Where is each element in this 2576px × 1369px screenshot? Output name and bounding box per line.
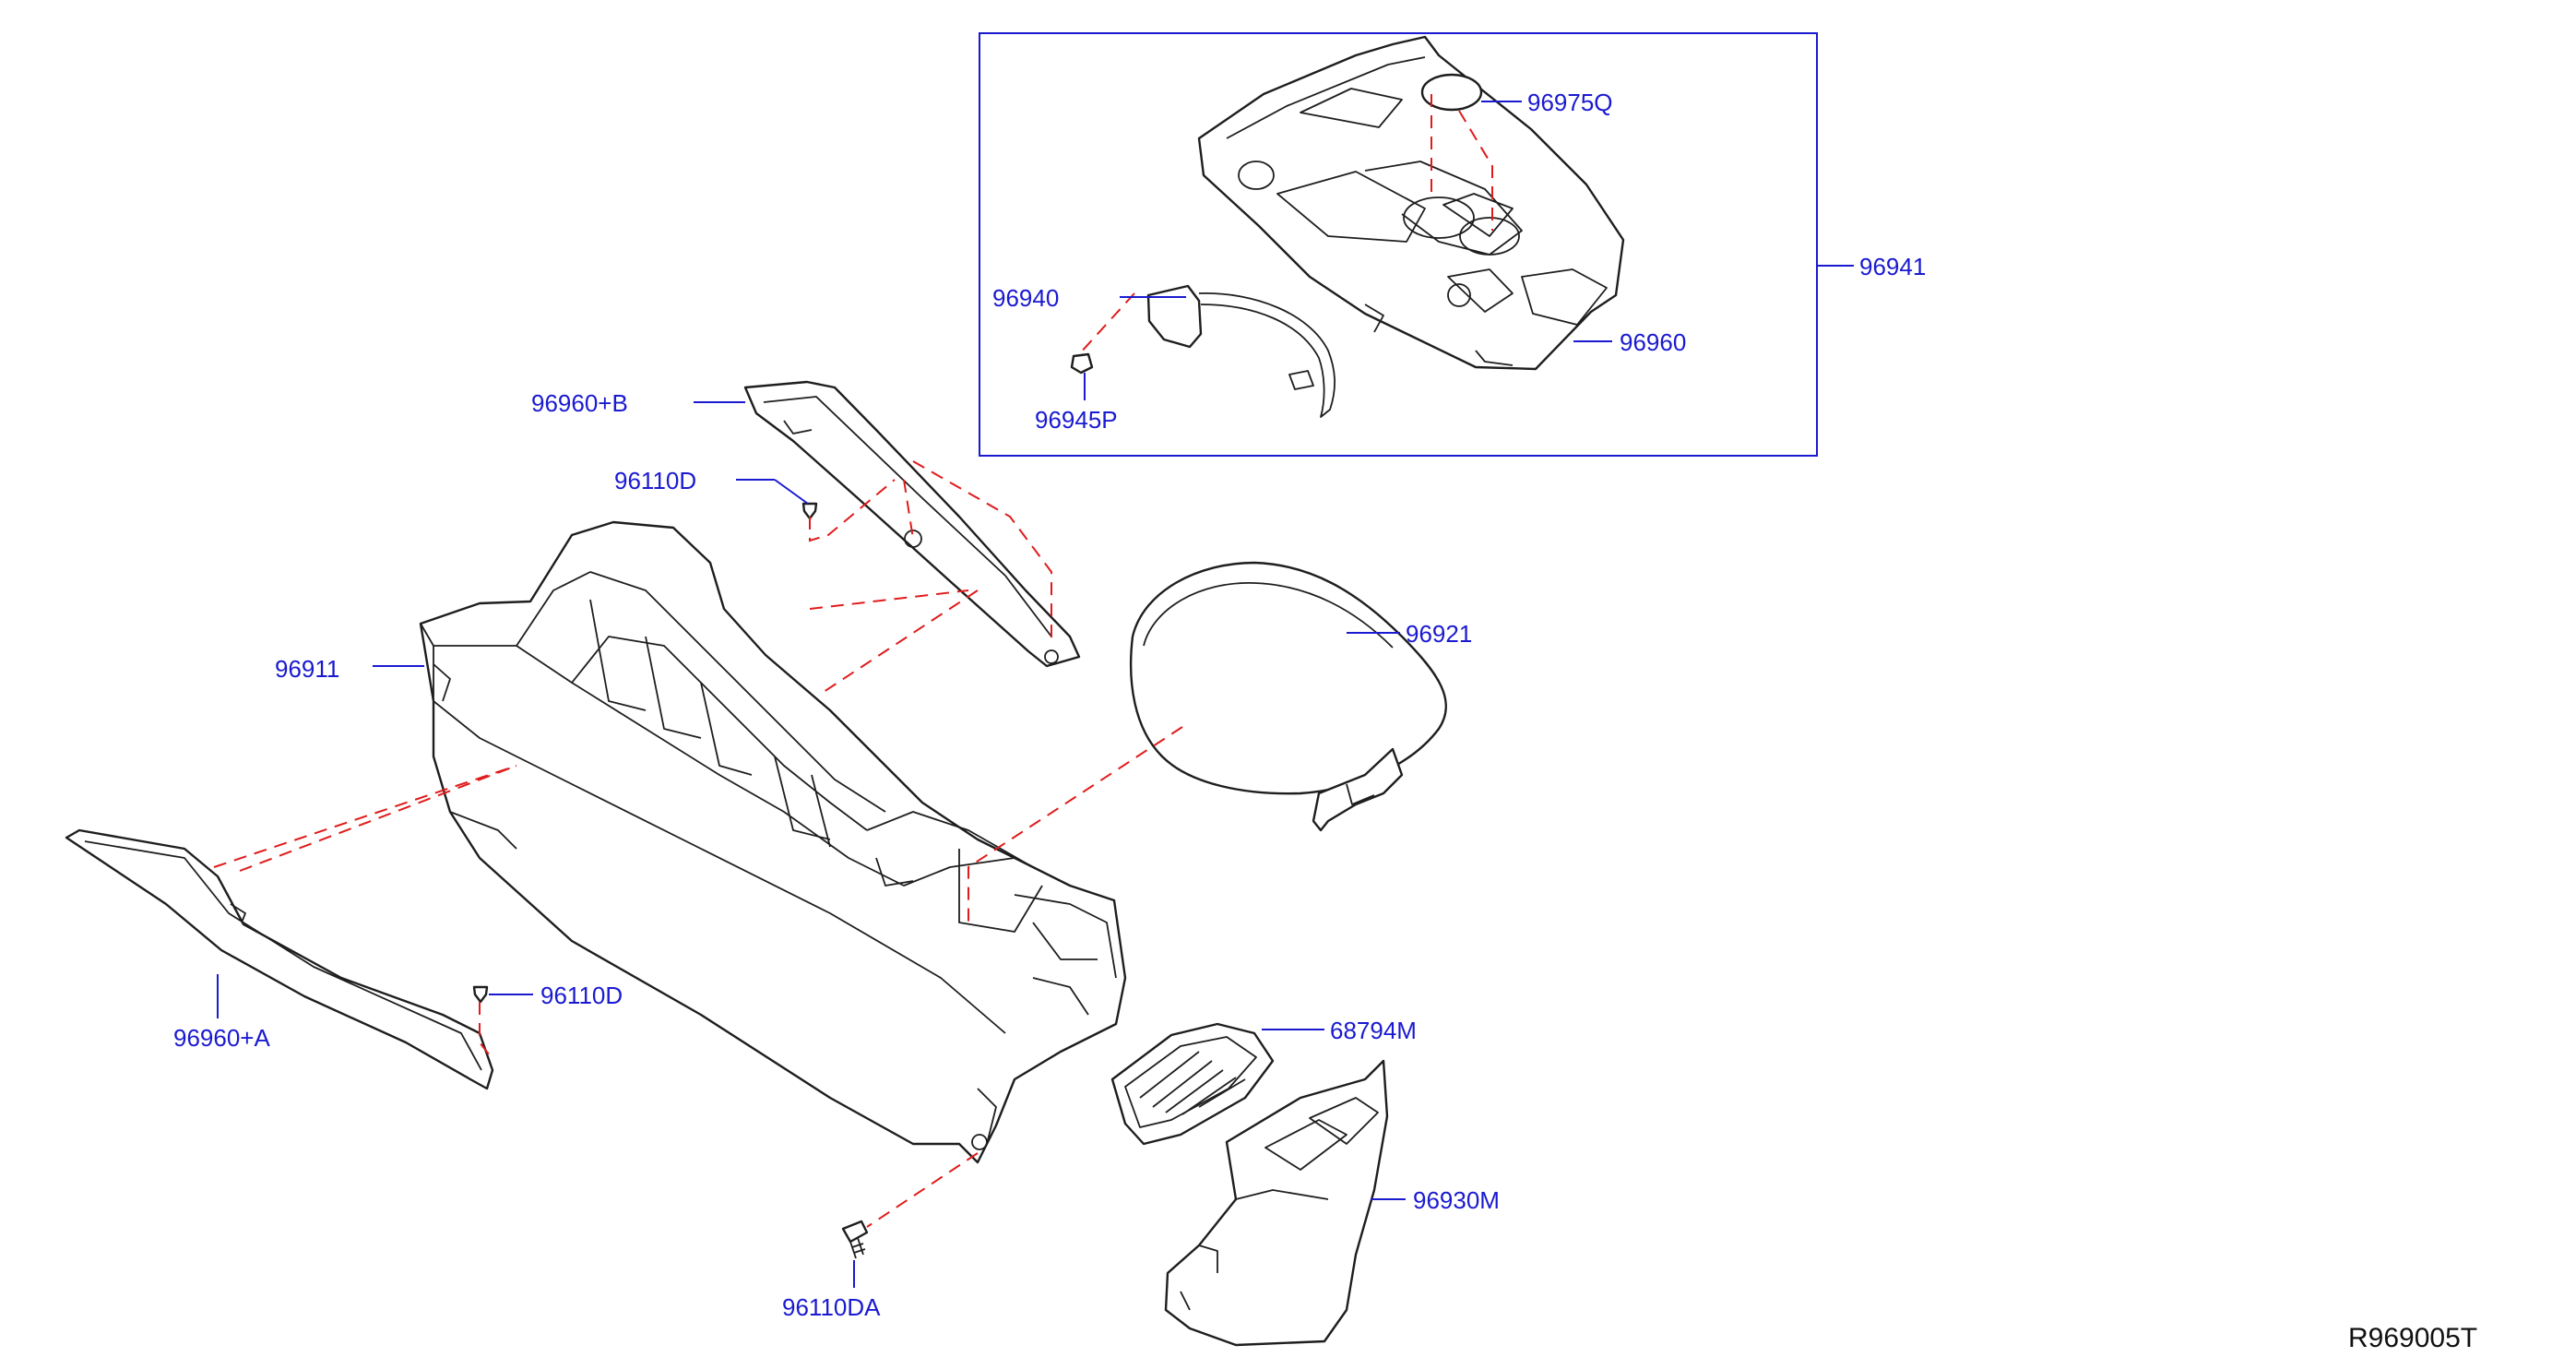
part-96960-finisher xyxy=(1197,35,1625,371)
label-68794M: 68794M xyxy=(1330,1017,1417,1044)
label-96941: 96941 xyxy=(1859,253,1926,280)
part-96921-armrest xyxy=(1130,561,1448,832)
reference-code: R969005T xyxy=(2348,1323,2477,1353)
part-68794M-vent xyxy=(1110,1022,1275,1146)
part-96110DA-screw xyxy=(841,1220,869,1259)
leader-lines xyxy=(217,101,1854,1288)
label-96110D-top: 96110D xyxy=(614,467,696,494)
label-96945P: 96945P xyxy=(1035,406,1118,434)
part-96960B-trim xyxy=(743,380,1081,668)
label-96110D-bottom: 96110D xyxy=(540,982,623,1009)
label-96975Q: 96975Q xyxy=(1527,89,1613,116)
part-96945P-clip xyxy=(1070,352,1094,375)
part-96911-console xyxy=(419,520,1127,1164)
inset-frame xyxy=(979,32,1818,457)
label-96110DA: 96110DA xyxy=(782,1293,881,1321)
label-96960: 96960 xyxy=(1620,328,1686,356)
label-96960A: 96960+A xyxy=(173,1024,270,1052)
part-96930M-cover xyxy=(1164,1059,1389,1347)
label-96940: 96940 xyxy=(992,284,1059,312)
part-96940-harness xyxy=(1146,284,1335,418)
label-96911: 96911 xyxy=(275,655,339,683)
installation-guides xyxy=(213,94,1493,1228)
label-96930M: 96930M xyxy=(1413,1186,1500,1214)
part-96975Q-mat xyxy=(1420,73,1483,112)
part-96110D-clip-bottom xyxy=(472,985,489,1004)
label-96921: 96921 xyxy=(1406,620,1472,648)
label-96960B: 96960+B xyxy=(531,389,628,417)
part-96110D-clip-top xyxy=(801,502,818,520)
part-96960A-trim xyxy=(65,828,494,1090)
